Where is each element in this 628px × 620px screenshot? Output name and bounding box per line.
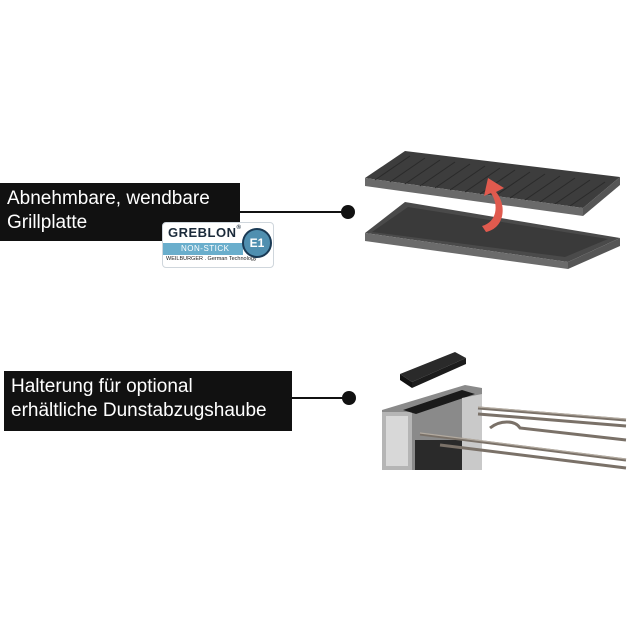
hood-mount-illustration	[382, 352, 627, 470]
callout-leader-line	[240, 211, 348, 213]
greblon-badge: GREBLON® NON-STICK WEILBURGER . German T…	[162, 222, 274, 268]
grill-plate-top	[365, 151, 620, 216]
callout-dot	[342, 391, 356, 405]
callout-line: Grillplatte	[7, 212, 88, 233]
badge-coating: NON-STICK	[181, 244, 230, 253]
callout-leader-line	[292, 397, 349, 399]
callout-label-grill-plate: Abnehmbare, wendbare Grillplatte	[0, 183, 240, 241]
callout-line: erhältliche Dunstabzugshaube	[11, 400, 267, 421]
grill-plate-bottom	[365, 202, 620, 269]
callout-line: Halterung für optional	[11, 376, 193, 397]
badge-brand: GREBLON	[168, 225, 237, 240]
badge-accent-strip	[163, 243, 243, 255]
flip-arrow-icon	[482, 178, 504, 232]
badge-grade: E1	[242, 228, 272, 258]
badge-registered-mark: ®	[236, 225, 242, 231]
callout-dot	[341, 205, 355, 219]
callout-line: Abnehmbare, wendbare	[7, 188, 210, 209]
badge-maker: WEILBURGER . German Technology	[166, 256, 257, 262]
callout-label-hood-mount: Halterung für optional erhältliche Dunst…	[4, 371, 292, 431]
